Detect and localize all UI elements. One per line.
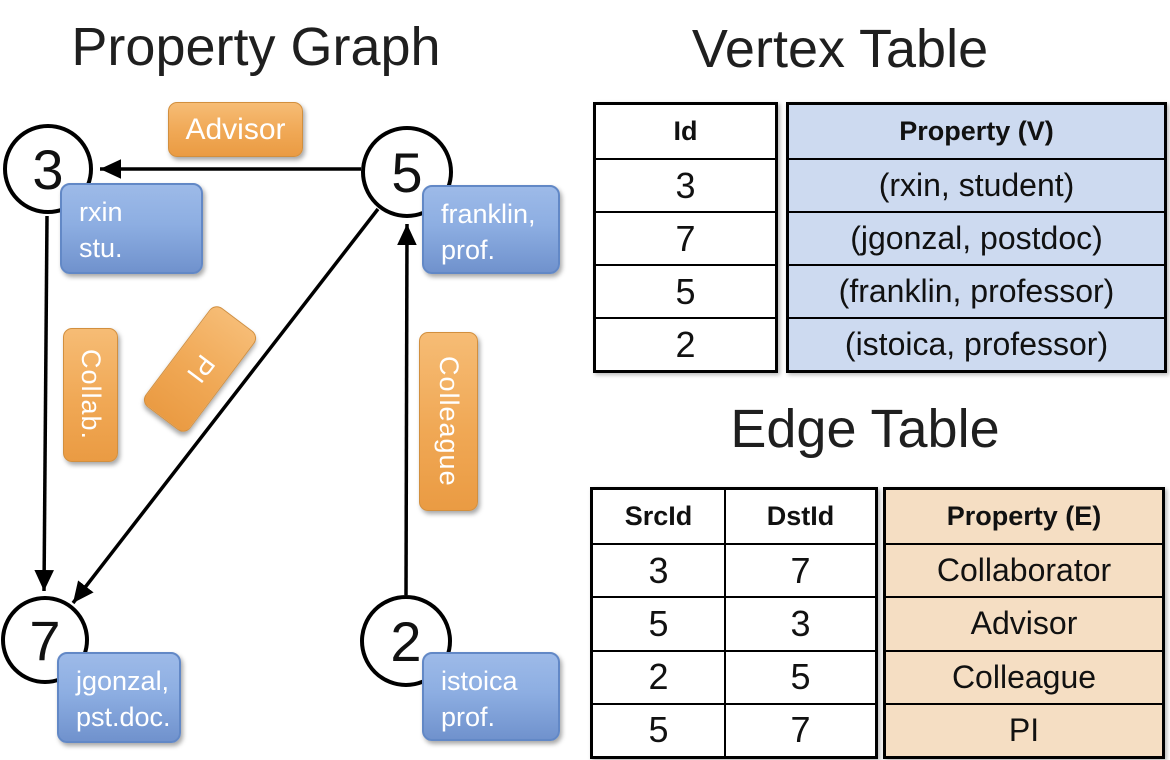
vertex-property-box-2: istoica prof. (422, 652, 560, 741)
vertex-table-id-header: Id (673, 116, 698, 146)
edge-table-property-column: Property (E) Collaborator Advisor Collea… (883, 487, 1165, 759)
table-cell: (jgonzal, postdoc) (789, 211, 1164, 264)
edge-table-id-columns: SrcId DstId 3 7 5 3 2 5 5 7 (590, 487, 878, 759)
edge-label-pi-text: PI (180, 349, 221, 390)
table-cell: PI (886, 702, 1162, 756)
edge-label-collab: Collab. (63, 328, 118, 462)
table-cell: 3 (790, 602, 811, 644)
edge-colleague-2-to-5 (397, 223, 417, 596)
edge-label-advisor-text: Advisor (185, 112, 286, 146)
vertex-node-2-id: 2 (390, 609, 422, 673)
edge-label-colleague: Colleague (419, 332, 478, 511)
table-cell: 5 (593, 704, 726, 756)
vertex-table-property-header: Property (V) (899, 116, 1054, 146)
vertex-table-title: Vertex Table (691, 19, 989, 79)
table-cell: (istoica, professor) (789, 317, 1164, 370)
table-cell: 7 (790, 709, 811, 751)
table-cell: 3 (596, 158, 775, 211)
vertex-property-box-2-line1: istoica (441, 666, 518, 696)
table-cell: 7 (596, 211, 775, 264)
vertex-node-2: 2 (360, 595, 452, 687)
table-cell: 2 (593, 651, 726, 703)
vertex-property-box-7: jgonzal, pst.doc. (57, 652, 181, 743)
table-cell: Collaborator (886, 543, 1162, 596)
vertex-node-3-id: 3 (32, 137, 64, 201)
vertex-table-id-column: Id 3 7 5 2 (593, 102, 778, 373)
table-cell: 5 (596, 264, 775, 317)
table-cell: 2 (596, 317, 775, 370)
vertex-table-property-column: Property (V) (rxin, student) (jgonzal, p… (786, 102, 1167, 373)
vertex-property-box-5-line2: prof. (441, 234, 496, 265)
edge-label-advisor: Advisor (168, 102, 303, 157)
table-cell: 5 (593, 598, 726, 650)
vertex-property-box-7-line1: jgonzal, (76, 666, 170, 696)
table-cell: 5 (790, 656, 811, 698)
edge-table-dstid-header: DstId (766, 501, 835, 532)
table-cell: (rxin, student) (789, 158, 1164, 211)
vertex-property-box-3-line2: stu. (79, 232, 123, 263)
edge-table-property-header: Property (E) (946, 501, 1102, 532)
edge-label-colleague-text: Colleague (434, 356, 464, 487)
table-cell: 3 (593, 545, 726, 597)
graph-edges (34, 159, 417, 605)
edge-pi-5-to-7 (71, 207, 380, 605)
property-graph-title: Property Graph (71, 17, 441, 77)
table-cell: Colleague (886, 649, 1162, 703)
vertex-node-5-id: 5 (391, 140, 423, 204)
vertex-property-box-7-line2: pst.doc. (76, 701, 171, 732)
edge-collaborator-3-to-7 (34, 215, 54, 592)
vertex-node-7-id: 7 (29, 608, 61, 672)
vertex-property-box-5-line1: franklin, (441, 199, 536, 229)
vertex-property-box-3-line1: rxin (79, 197, 123, 227)
table-cell: 7 (790, 549, 811, 591)
table-cell: Advisor (886, 596, 1162, 649)
edge-table-title: Edge Table (730, 399, 1000, 459)
vertex-property-box-2-line2: prof. (441, 701, 496, 732)
edge-table-srcid-header: SrcId (593, 490, 726, 544)
edge-label-collab-text: Collab. (76, 349, 106, 441)
vertex-node-5: 5 (361, 126, 453, 218)
vertex-property-box-3: rxin stu. (60, 183, 203, 274)
vertex-property-box-5: franklin, prof. (422, 185, 560, 274)
table-cell: (franklin, professor) (789, 264, 1164, 317)
